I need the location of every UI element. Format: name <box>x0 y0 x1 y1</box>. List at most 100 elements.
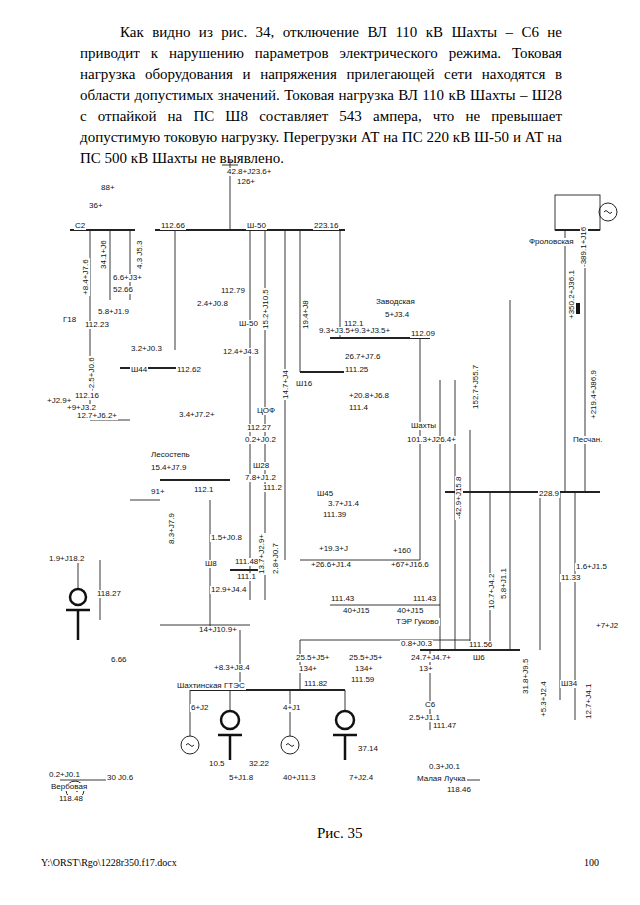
lines <box>440 380 441 650</box>
lines <box>190 690 191 736</box>
substation-symbols <box>221 711 239 729</box>
flow-value: +19.3+J <box>318 545 349 553</box>
flow-value: 4.3 J5.3 <box>136 240 144 270</box>
flow-value: 37.14 <box>357 745 379 753</box>
flow-value: +8.4+J7.6 <box>82 258 90 296</box>
flow-value: 0.2+J0.2 <box>244 436 277 444</box>
flow-value: +67+J16.6 <box>390 561 430 569</box>
flow-value: +8.3+J8.4 <box>213 664 251 672</box>
flow-value: 223.16 <box>313 222 339 230</box>
flow-value: 111.56 <box>468 641 493 649</box>
flow-value: -2.5+J0.6 <box>88 356 96 392</box>
flow-value: 12.7+J6.2+ <box>76 412 118 420</box>
generators <box>66 203 617 799</box>
flow-value: 12.9+J4.4 <box>210 586 247 594</box>
flow-value: 5+J1.8 <box>228 774 254 782</box>
flow-value: 152.7+J55.7 <box>472 364 480 410</box>
flow-value: 2.4+J0.8 <box>196 300 229 308</box>
lines <box>330 605 440 606</box>
footer-text: 100 <box>583 858 600 868</box>
flow-value: 26.7+J7.6 <box>344 353 381 361</box>
flow-value: Шахты <box>410 422 437 430</box>
generators <box>281 736 299 754</box>
flow-value: -389.1+J16 <box>580 226 588 268</box>
flow-value: 13+ <box>418 665 434 673</box>
flow-value: 88+ <box>100 184 116 192</box>
flow-value: 2.5+J1.1 <box>408 714 441 722</box>
flow-value: ТЭР Гуково <box>395 618 440 626</box>
flow-value: 36+ <box>88 202 104 210</box>
flow-value: 0.2+J0.1 <box>48 771 81 779</box>
flow-value: 112.09 <box>410 330 436 338</box>
substation-symbols <box>229 735 232 760</box>
flow-value: 10.5 <box>208 760 226 768</box>
flow-value: 112.23 <box>84 321 110 329</box>
flow-value: 11.33 <box>560 574 581 582</box>
flow-value: 118.46 <box>446 786 472 794</box>
flow-value: Ш8 <box>204 560 218 568</box>
flow-value: 30 J0.6 <box>106 774 134 782</box>
flow-value: 111.59 <box>350 676 375 684</box>
flow-value: 40+J15 <box>396 607 424 615</box>
flow-value: Песчан. <box>572 436 603 444</box>
flow-value: 112.27 <box>246 424 272 432</box>
flow-value: Г18 <box>62 316 77 324</box>
flow-value: 40+J11.3 <box>282 774 317 782</box>
flow-value: 5.8+J1.1 <box>500 567 508 600</box>
flow-value: 9.3+J3.5+9.3+J3.5+ <box>318 327 391 335</box>
flow-value: 14.7+J4 <box>282 369 290 400</box>
busbars <box>445 491 600 493</box>
flow-value: 10.7+J4.2 <box>488 573 496 610</box>
flow-value: Ш44 <box>130 366 148 374</box>
flow-value: +26.6+J1.4 <box>310 561 352 569</box>
flow-value: 118.48 <box>58 795 84 803</box>
flow-value: 0.3+J0.1 <box>428 763 461 771</box>
flow-value: Ш28 <box>252 462 270 470</box>
lines <box>585 230 586 492</box>
flow-value: 8.3+J7.9 <box>168 512 176 545</box>
flow-value: 6.6+J3+ <box>112 274 143 282</box>
flow-value: 32.22 <box>248 760 270 768</box>
flow-value: Лесостепь <box>150 451 191 459</box>
flow-value: 111.43 <box>330 595 355 603</box>
lines <box>345 690 346 711</box>
busbars <box>70 230 600 690</box>
generators <box>286 744 294 747</box>
flow-value: 126+ <box>236 178 256 186</box>
flow-value: 3.2+J0.3 <box>130 345 163 353</box>
lines <box>250 230 251 600</box>
lines <box>110 230 111 300</box>
flow-value: +219.4+J86.9 <box>590 369 598 420</box>
flow-value: 111.4 <box>348 404 369 412</box>
lines <box>60 160 600 780</box>
flow-value: +5.3+J2.4 <box>540 680 548 718</box>
lines <box>230 690 231 711</box>
flow-value: Ш-50 <box>238 320 259 328</box>
flow-value: 111.1 <box>236 573 257 581</box>
flow-value: 7+J2.4 <box>348 774 374 782</box>
flow-value: 111.82 <box>303 680 328 688</box>
flow-value: 112.79 <box>220 287 246 295</box>
flow-value: Малая Лучка <box>416 775 467 783</box>
lines <box>420 338 421 560</box>
lines <box>470 430 471 650</box>
flow-value: +20.8+J6.8 <box>348 392 390 400</box>
flow-value: С6 <box>424 701 436 709</box>
flow-value: 14+J10.9+ <box>198 626 238 634</box>
flow-value: 111.39 <box>322 511 347 519</box>
flow-value: 13.7+J2.9+ <box>258 533 266 575</box>
flow-value: Ш16 <box>295 380 313 388</box>
flow-value: 34.1+J6 <box>100 239 108 270</box>
flow-value: Вербовая <box>50 783 88 791</box>
flow-value: 1.9+J18.2 <box>48 555 85 563</box>
flow-value: Ш-50 <box>246 222 267 230</box>
flow-value: 134+ <box>354 665 374 673</box>
lines <box>290 690 291 736</box>
flow-value: 4+J1 <box>282 704 302 712</box>
flow-value: +7+J2 <box>595 622 619 630</box>
flow-value: 12.4+J4.3 <box>222 348 259 356</box>
flow-value: 25.5+J5+ <box>295 654 330 662</box>
flow-value: 42.8+J23.6+ <box>226 168 272 176</box>
flow-value: 91+ <box>150 488 166 496</box>
flow-value: 1.5+J0.8 <box>210 534 243 542</box>
